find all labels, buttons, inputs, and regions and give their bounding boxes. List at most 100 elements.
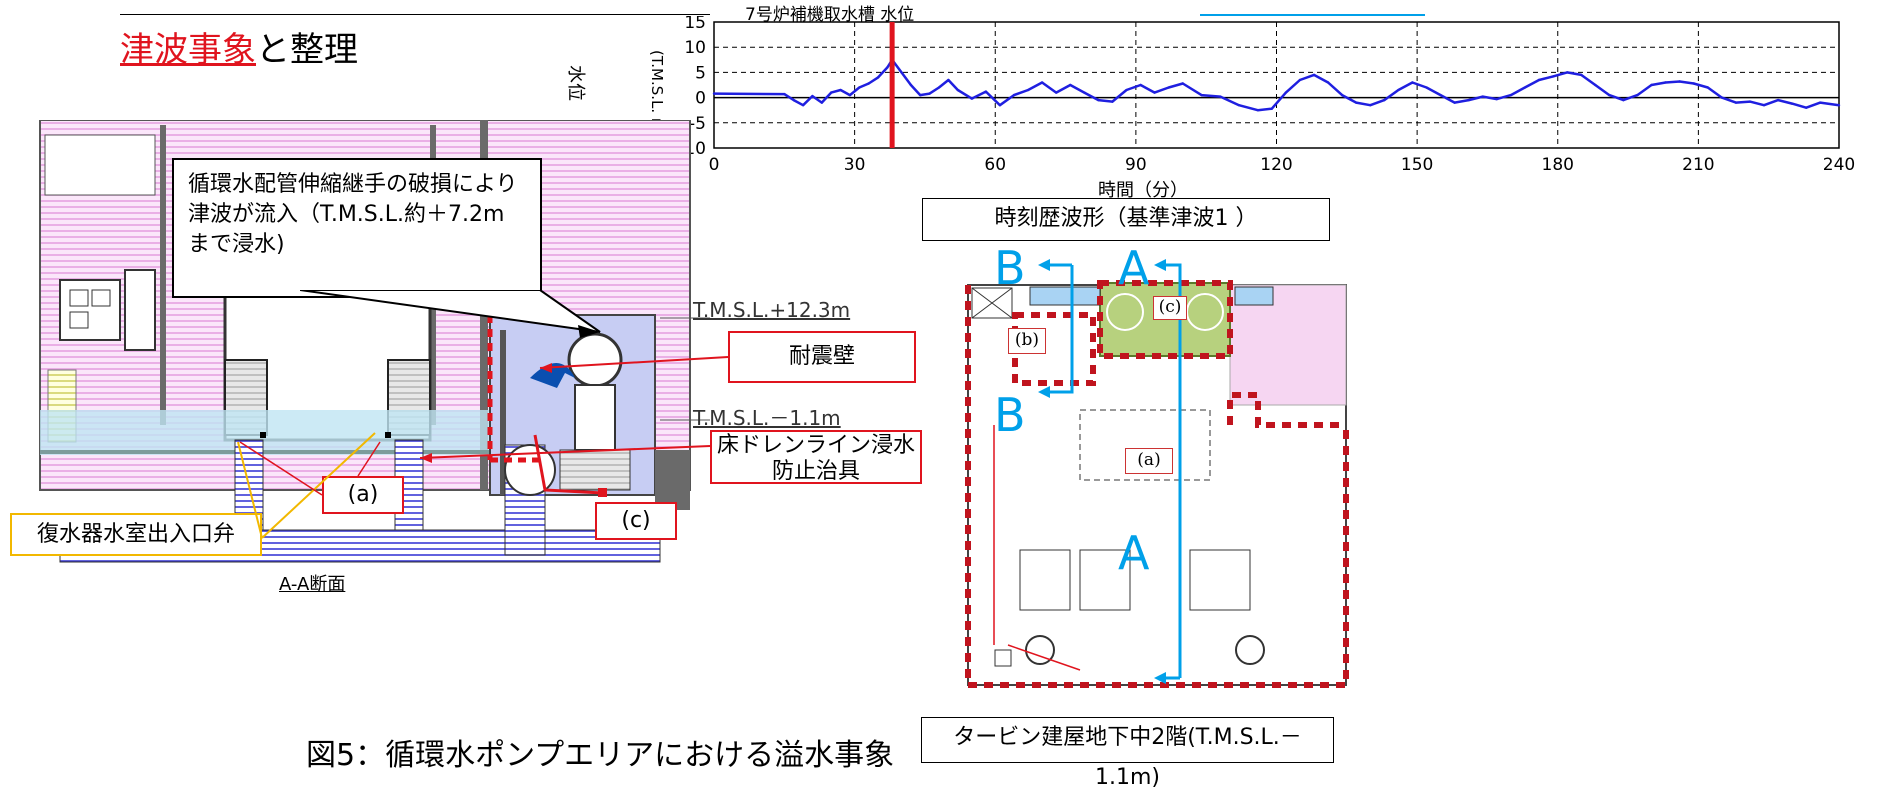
water-level-point bbox=[1748, 100, 1752, 103]
water-level-point bbox=[1312, 73, 1316, 77]
floor-caption: タービン建屋地下中2階(T.M.S.L.－1.1m) bbox=[953, 725, 1302, 790]
water-level-point bbox=[1481, 95, 1484, 98]
water-level-point bbox=[1069, 83, 1072, 87]
water-level-point bbox=[1298, 78, 1302, 82]
callout-text: 循環水配管伸縮継手の破損により津波が流入（T.M.S.L.約＋7.2mまで浸水) bbox=[188, 172, 518, 257]
x-tick-label: 240 bbox=[1823, 155, 1855, 175]
chart-caption-box: 時刻歴波形（基準津波1 ） bbox=[922, 198, 1330, 241]
water-level-point bbox=[1495, 97, 1499, 101]
y-tick-label: 10 bbox=[684, 38, 706, 58]
water-level-point bbox=[1153, 91, 1156, 94]
water-level-point bbox=[970, 97, 974, 100]
water-level-point bbox=[909, 83, 913, 87]
water-level-point bbox=[1678, 80, 1681, 83]
drain-jig-label: 床ドレンライン浸水防止治具 bbox=[710, 430, 922, 484]
water-level-point bbox=[1551, 75, 1555, 78]
x-tick-label: 180 bbox=[1542, 155, 1574, 175]
chart-title: 7号炉補機取水槽 水位 bbox=[745, 5, 915, 25]
water-level-point bbox=[1636, 93, 1639, 97]
section-name: A-A断面 bbox=[279, 574, 346, 595]
water-level-point bbox=[1139, 83, 1142, 87]
y-tick-label: -5 bbox=[689, 114, 706, 134]
water-level-point bbox=[1776, 98, 1780, 102]
water-level-point bbox=[1219, 95, 1222, 98]
water-level-point bbox=[1270, 107, 1274, 110]
water-level-point bbox=[1369, 103, 1372, 107]
water-level-point bbox=[1608, 93, 1611, 97]
y-tick-label: 5 bbox=[695, 63, 706, 83]
valve-label-box: 復水器水室出入口弁 bbox=[10, 513, 262, 556]
plan-zone-b-text: (b) bbox=[1014, 330, 1040, 350]
water-level-point bbox=[1397, 88, 1400, 92]
water-level-point bbox=[947, 78, 950, 82]
water-level-point bbox=[848, 93, 852, 97]
water-level-point bbox=[1167, 86, 1170, 89]
water-level-point bbox=[792, 98, 795, 102]
water-level-point bbox=[1509, 93, 1513, 97]
water-level-point bbox=[1284, 91, 1288, 94]
label-c-box: (c) bbox=[595, 502, 677, 540]
water-level-point bbox=[1040, 81, 1044, 84]
x-tick-label: 120 bbox=[1260, 155, 1292, 175]
tmsl-upper-label: T.M.S.L.+12.3m bbox=[693, 298, 851, 322]
water-level-point bbox=[1819, 101, 1822, 104]
callout-pointer bbox=[300, 290, 601, 338]
water-level-point bbox=[712, 92, 716, 95]
water-level-point bbox=[1594, 83, 1597, 87]
water-level-point bbox=[998, 103, 1002, 107]
water-level-point bbox=[1237, 103, 1241, 107]
water-level-point bbox=[1692, 82, 1695, 85]
plan-zone-b: (b) bbox=[1008, 328, 1046, 354]
plan-zone-c: (c) bbox=[1153, 296, 1187, 320]
water-level-point bbox=[956, 88, 959, 92]
water-level-point bbox=[900, 71, 903, 74]
water-level-series-line bbox=[713, 58, 1840, 112]
water-level-point bbox=[1012, 93, 1016, 97]
water-level-point bbox=[1537, 78, 1541, 82]
water-level-point bbox=[1383, 98, 1386, 102]
section-marker-a-top: A bbox=[1118, 241, 1150, 295]
water-level-point bbox=[1762, 103, 1766, 107]
water-level-point bbox=[1565, 71, 1569, 74]
water-level-point bbox=[1411, 81, 1414, 84]
water-level-point bbox=[801, 103, 805, 107]
water-level-point bbox=[1439, 93, 1442, 97]
water-level-point bbox=[1425, 86, 1428, 89]
pointer-lines bbox=[237, 356, 729, 539]
x-tick-label: 0 bbox=[709, 155, 720, 175]
seismic-wall-label: 耐震壁 bbox=[728, 331, 916, 383]
water-level-point bbox=[783, 92, 786, 96]
water-level-point bbox=[858, 86, 861, 89]
section-marker-a-bottom: A bbox=[1118, 526, 1150, 580]
heading-rest: と整理 bbox=[256, 30, 358, 70]
chart-caption: 時刻歴波形（基準津波1 ） bbox=[994, 206, 1258, 231]
plan-zone-a: (a) bbox=[1125, 448, 1173, 474]
water-level-point bbox=[928, 92, 931, 95]
water-level-point bbox=[1804, 106, 1808, 109]
water-level-point bbox=[1125, 88, 1128, 92]
water-level-point bbox=[1523, 86, 1527, 89]
section-marker-b-mid: B bbox=[994, 388, 1026, 442]
x-tick-label: 30 bbox=[844, 155, 866, 175]
y-tick-label: 0 bbox=[695, 89, 706, 109]
label-a: (a) bbox=[347, 482, 379, 507]
water-level-point bbox=[1340, 93, 1344, 97]
water-level-point bbox=[1720, 96, 1724, 99]
valve-label: 復水器水室出入口弁 bbox=[36, 522, 235, 547]
top-rule bbox=[120, 14, 710, 15]
water-level-point bbox=[820, 101, 824, 104]
water-level-point bbox=[839, 88, 842, 92]
water-level-point bbox=[1256, 109, 1259, 112]
water-level-point bbox=[1354, 101, 1358, 104]
label-a-box: (a) bbox=[322, 476, 404, 514]
drain-jig-text: 床ドレンライン浸水防止治具 bbox=[716, 433, 915, 484]
section-marker-b-top: B bbox=[994, 241, 1026, 295]
water-level-point bbox=[1837, 103, 1841, 107]
water-level-point bbox=[867, 82, 870, 85]
water-level-point bbox=[1453, 101, 1456, 104]
floor-caption-box: タービン建屋地下中2階(T.M.S.L.－1.1m) bbox=[921, 717, 1334, 790]
link-underline bbox=[1200, 14, 1425, 16]
heading-red-part: 津波事象 bbox=[120, 30, 256, 70]
x-tick-label: 90 bbox=[1125, 155, 1147, 175]
